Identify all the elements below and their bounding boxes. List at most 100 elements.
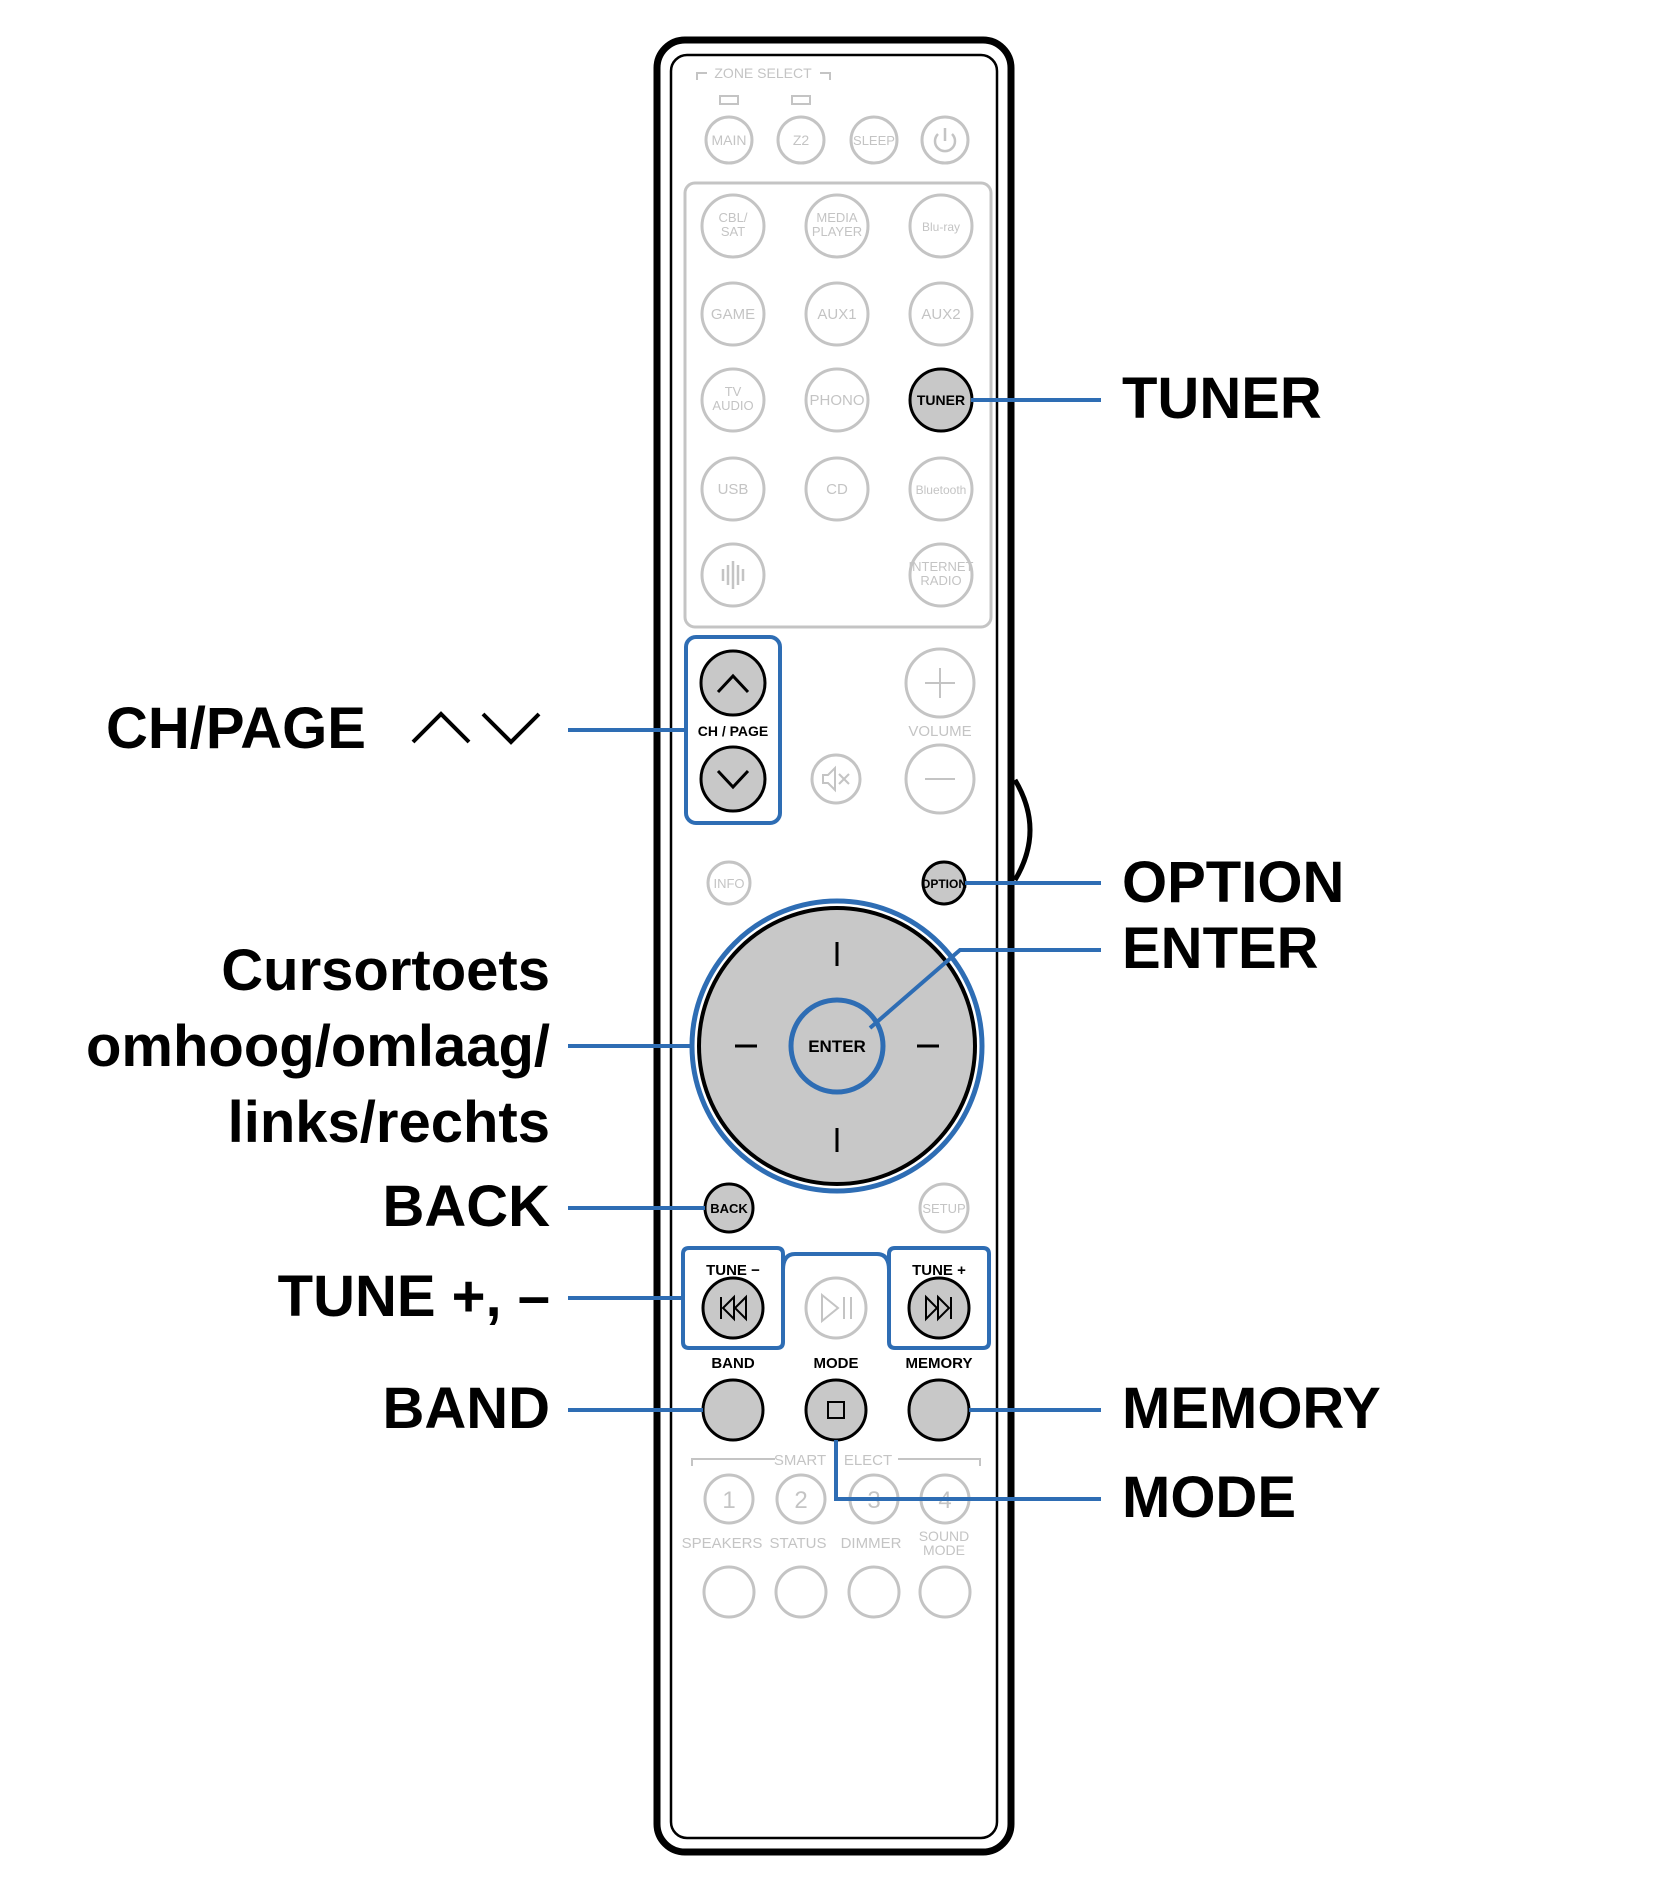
callout-back: BACK	[382, 1174, 550, 1239]
heos-button[interactable]	[700, 542, 766, 608]
smart-select-number: 1	[722, 1487, 735, 1514]
callout-chevron-up-icon	[411, 711, 471, 744]
mode-button[interactable]	[804, 1378, 868, 1442]
sleep-button[interactable]: SLEEP	[849, 115, 899, 165]
sound-mode-button[interactable]	[918, 1565, 972, 1619]
callout-option: OPTION	[1122, 850, 1345, 915]
callout-tune: TUNE +, –	[277, 1264, 550, 1329]
speakers-button[interactable]	[702, 1565, 756, 1619]
tune-plus-highlight	[887, 1246, 991, 1350]
speakers-label: SPEAKERS	[682, 1535, 763, 1552]
sleep-button-label: SLEEP	[853, 133, 895, 148]
callout-band: BAND	[382, 1376, 550, 1441]
callout-enter: ENTER	[1122, 916, 1319, 981]
source-button-blu-ray[interactable]: Blu-ray	[908, 193, 974, 259]
source-button-cd[interactable]: CD	[804, 456, 870, 522]
heos-icon	[721, 561, 745, 589]
main-button[interactable]: MAIN	[704, 115, 754, 165]
play-pause-icon	[821, 1292, 852, 1324]
source-button-usb[interactable]: USB	[700, 456, 766, 522]
enter-button-label: ENTER	[808, 1037, 866, 1056]
chevron-down-icon	[716, 769, 750, 790]
skip-forward-icon	[925, 1294, 952, 1322]
mode-label: MODE	[814, 1355, 859, 1372]
setup-button[interactable]: SETUP	[918, 1182, 970, 1234]
band-label: BAND	[711, 1355, 754, 1372]
source-button-aux1[interactable]: AUX1	[804, 281, 870, 347]
tune-minus-button[interactable]	[701, 1276, 765, 1340]
smart-select-bracket	[691, 1458, 981, 1466]
mode-callout-line-overlay	[834, 1440, 1101, 1501]
volume-down-button[interactable]	[904, 743, 976, 815]
chevron-up-icon	[716, 673, 750, 694]
mute-icon	[822, 765, 850, 793]
ch-page-down-button[interactable]	[699, 745, 767, 813]
tune-connector	[781, 1252, 891, 1271]
dimmer-label: DIMMER	[841, 1535, 902, 1552]
remote-inner-edge	[669, 53, 999, 1840]
tune-plus-label: TUNE +	[912, 1262, 966, 1279]
sound-mode-label-line1: SOUND	[919, 1528, 970, 1544]
source-button-label: INTERNET	[909, 559, 974, 574]
smart-select-button-2[interactable]: 2	[775, 1473, 827, 1525]
option-button-label: OPTION	[921, 877, 967, 891]
volume-up-button[interactable]	[904, 647, 976, 719]
enter-callout-line	[868, 948, 1101, 1030]
tune-plus-button[interactable]	[907, 1276, 971, 1340]
source-button-label: RADIO	[920, 573, 961, 588]
enter-button[interactable]: ENTER	[788, 997, 886, 1095]
cursor-direction-marks	[735, 942, 939, 1152]
source-button-game[interactable]: GAME	[700, 281, 766, 347]
power-button[interactable]	[920, 115, 970, 165]
source-button-tuner[interactable]: TUNER	[908, 367, 974, 433]
source-button-label: AUDIO	[712, 398, 753, 413]
source-button-aux2[interactable]: AUX2	[908, 281, 974, 347]
dimmer-button[interactable]	[847, 1565, 901, 1619]
callout-cursor-line1: Cursortoets	[221, 938, 550, 1003]
callout-memory: MEMORY	[1122, 1376, 1381, 1441]
ch-page-up-button[interactable]	[699, 649, 767, 717]
z2-button-label: Z2	[793, 132, 810, 148]
source-button-label: USB	[718, 481, 749, 498]
play-pause-button[interactable]	[804, 1276, 868, 1340]
source-button-label: Bluetooth	[916, 483, 967, 497]
back-button[interactable]: BACK	[703, 1182, 755, 1234]
band-button[interactable]	[701, 1378, 765, 1442]
callout-cursor-line2: omhoog/omlaag/	[86, 1014, 550, 1079]
source-button-bluetooth[interactable]: Bluetooth	[908, 456, 974, 522]
source-button-label: Blu-ray	[922, 220, 960, 234]
skip-back-icon	[720, 1294, 747, 1322]
source-button-label: PLAYER	[812, 224, 862, 239]
zone-select-bracket	[696, 72, 831, 80]
sound-mode-label-line2: MODE	[923, 1542, 965, 1558]
status-button[interactable]	[774, 1565, 828, 1619]
tune-minus-label: TUNE −	[706, 1262, 760, 1279]
smart-select-button-1[interactable]: 1	[703, 1473, 755, 1525]
source-button-cbl-sat[interactable]: CBL/SAT	[700, 193, 766, 259]
source-button-label: AUX1	[817, 306, 856, 323]
callout-mode: MODE	[1122, 1465, 1296, 1530]
memory-label: MEMORY	[906, 1355, 973, 1372]
option-button[interactable]: OPTION	[921, 860, 967, 906]
zone-select-label: ZONE SELECT	[714, 65, 812, 81]
zone-indicator-z2	[791, 95, 811, 105]
source-button-label: PHONO	[809, 392, 864, 409]
source-button-phono[interactable]: PHONO	[804, 367, 870, 433]
source-button-label: CBL/	[719, 210, 748, 225]
remote-side-bump	[1012, 778, 1033, 882]
volume-label: VOLUME	[908, 723, 971, 740]
z2-button[interactable]: Z2	[776, 115, 826, 165]
main-button-label: MAIN	[712, 132, 747, 148]
info-button[interactable]: INFO	[706, 860, 752, 906]
memory-button[interactable]	[907, 1378, 971, 1442]
smart-select-number: 2	[794, 1487, 807, 1514]
mute-button[interactable]	[810, 753, 862, 805]
ch-page-label: CH / PAGE	[698, 723, 769, 739]
source-panel	[683, 181, 993, 629]
